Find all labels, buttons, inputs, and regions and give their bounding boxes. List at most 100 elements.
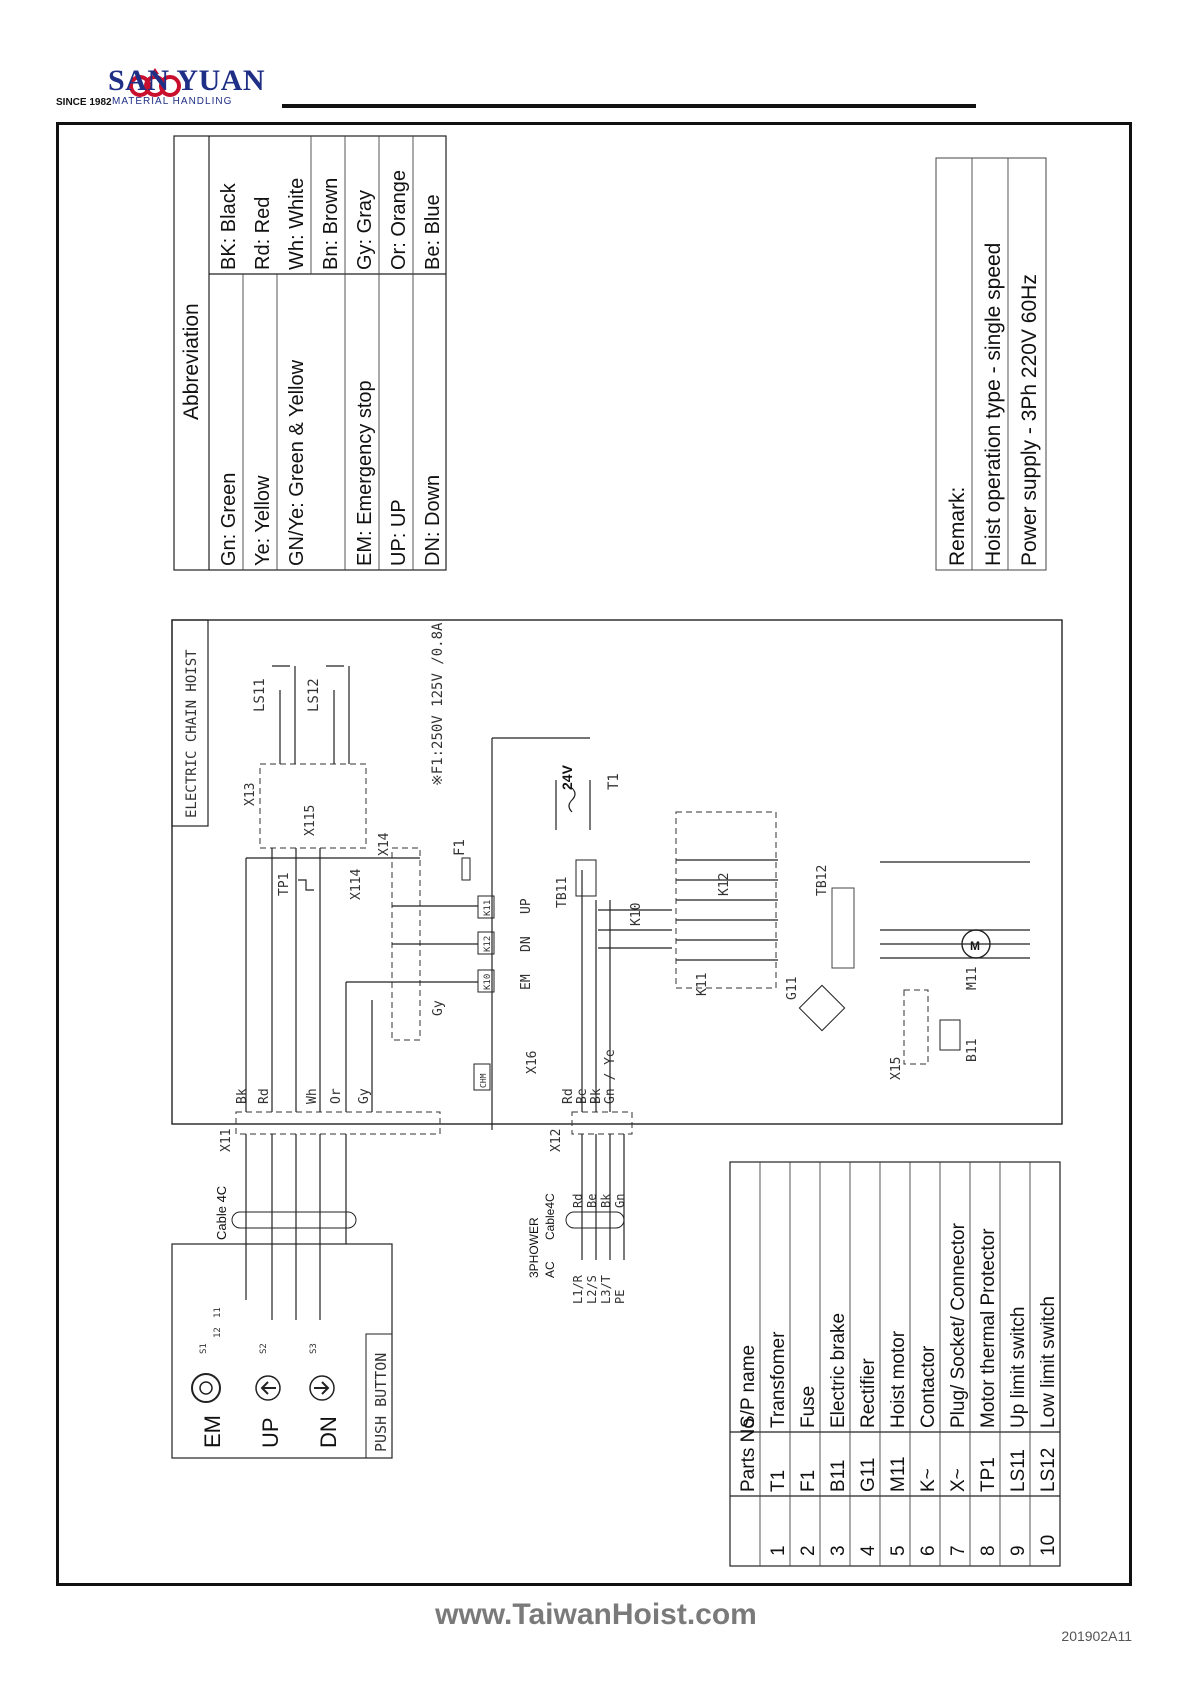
contact-11: 11: [213, 1307, 223, 1318]
parts-row-4-index: 4: [858, 1545, 879, 1556]
power-line-l3: L3/T: [599, 1275, 613, 1304]
parts-row-8-name: Motor thermal Protector: [978, 1228, 999, 1428]
thermal-chm: CHM: [479, 1073, 488, 1088]
signal-em: EM: [519, 974, 534, 990]
power-line-l2: L2/S: [585, 1275, 599, 1304]
parts-row-9-name: Up limit switch: [1008, 1307, 1029, 1428]
connector-x14: X13: [243, 783, 258, 806]
abbr-left-3: GN/Ye: Green & Yellow: [286, 359, 308, 566]
tb11-label: TB11: [555, 877, 570, 908]
parts-header-no: Parts No: [738, 1418, 759, 1492]
up-button-icon[interactable]: [255, 1375, 281, 1401]
parts-row-10-name: Low limit switch: [1038, 1296, 1059, 1428]
x11-wire-3: Wh: [305, 1088, 320, 1104]
x12-wire-1: Rd: [561, 1088, 576, 1104]
connector-x11: X11: [219, 1129, 234, 1152]
parts-row-6-no: K~: [918, 1468, 939, 1492]
abbreviation-table: Abbreviation Gn: Green Ye: Yellow GN/Ye:…: [173, 135, 447, 571]
website-link[interactable]: www.TaiwanHoist.com: [435, 1598, 757, 1631]
button-label-dn: DN: [316, 1416, 341, 1448]
fuse-note: ※F1:250V 125V /0.8A: [430, 622, 446, 786]
brand-name: SAN YUAN: [108, 64, 266, 97]
connector-x15: X15: [889, 1057, 904, 1080]
signal-dn: DN: [519, 936, 534, 952]
connector-x13: X14: [377, 832, 392, 856]
button-label-em: EM: [200, 1415, 225, 1448]
parts-row-4-no: G11: [858, 1457, 879, 1492]
parts-row-6-name: Contactor: [918, 1345, 939, 1428]
power-color-4: Gn: [613, 1194, 627, 1208]
coil-k12: K12: [483, 936, 493, 952]
x11-wire-4: Or: [329, 1088, 344, 1104]
control-cable-label: Cable 4C: [214, 1186, 229, 1240]
parts-header-name: S/P name: [738, 1345, 759, 1428]
parts-row-2-name: Fuse: [798, 1386, 819, 1428]
abbr-left-7: DN: Down: [422, 475, 444, 566]
abbr-right-2: Rd: Red: [252, 197, 274, 270]
power-color-2: Be: [585, 1194, 599, 1208]
fuse-label: F1: [452, 839, 468, 856]
switch-s2: S2: [259, 1343, 269, 1354]
abbr-right-4: Bn: Brown: [320, 178, 342, 270]
abbr-left-1: Gn: Green: [218, 473, 240, 566]
abbr-right-1: BK: Black: [218, 182, 240, 270]
k12-label: K12: [717, 873, 732, 896]
control-cable: Cable 4C: [214, 1134, 357, 1244]
connector-x16: X16: [525, 1051, 540, 1074]
b11-label: B11: [965, 1039, 980, 1062]
brand-subtitle: MATERIAL HANDLING: [112, 96, 233, 107]
parts-row-3-no: B11: [828, 1460, 849, 1492]
g11-label: G11: [785, 977, 800, 1000]
parts-row-5-name: Hoist motor: [888, 1330, 909, 1428]
drawing-frame: [56, 122, 1132, 1586]
abbr-right-6: Or: Orange: [388, 170, 410, 270]
parts-row-8-no: TP1: [978, 1457, 999, 1492]
tp1-label: TP1: [277, 873, 292, 896]
parts-row-2-index: 2: [798, 1545, 819, 1556]
parts-row-9-no: LS11: [1008, 1449, 1029, 1492]
parts-row-1-no: T1: [768, 1470, 789, 1492]
remark-line-1: Hoist operation type - single speed: [982, 243, 1005, 566]
k11-label: K11: [695, 973, 710, 996]
document-number: 201902A11: [1061, 1628, 1132, 1644]
parts-row-7-name: Plug/ Socket/ Connector: [948, 1222, 969, 1428]
coil-k10: K10: [483, 974, 493, 990]
parts-row-3-index: 3: [828, 1545, 849, 1556]
remark-box: Remark: Hoist operation type - single sp…: [935, 157, 1047, 571]
push-button-box: PUSH BUTTON EM UP DN S1 S2 S3 11 12: [171, 1243, 393, 1459]
k10-label: K10: [629, 903, 644, 926]
coil-k11: K11: [483, 900, 493, 916]
abbr-left-2: Ye: Yellow: [252, 475, 274, 566]
abbr-right-5: Gy: Gray: [354, 190, 376, 270]
parts-table: Parts No S/P name 1 T1 Transfomer 2 F1 F…: [729, 1161, 1061, 1567]
remark-line-2: Power supply - 3Ph 220V 60Hz: [1018, 274, 1041, 566]
power-color-1: Rd: [571, 1194, 585, 1208]
parts-row-10-no: LS12: [1038, 1448, 1059, 1492]
transformer-label: T1: [606, 773, 622, 790]
power-cable: 3PHOWER AC Cable4C L1/R L2/S L3/T PE Rd …: [527, 1134, 627, 1304]
signal-gy: Gy: [431, 1000, 446, 1016]
connector-x12: X12: [549, 1129, 564, 1152]
contact-12: 12: [213, 1327, 223, 1338]
electric-chain-hoist-box: ELECTRIC CHAIN HOIST ※F1:250V 125V /0.8A…: [171, 619, 1063, 1152]
parts-row-1-index: 1: [768, 1545, 789, 1556]
header-rule: [282, 104, 976, 108]
down-button-icon[interactable]: [309, 1375, 335, 1401]
hoist-title: ELECTRIC CHAIN HOIST: [184, 649, 200, 818]
x11-wire-1: Bk: [235, 1088, 250, 1104]
parts-row-1-name: Transfomer: [768, 1331, 789, 1428]
parts-row-2-no: F1: [798, 1470, 819, 1492]
abbreviation-title: Abbreviation: [180, 303, 203, 420]
brand-since: SINCE 1982: [56, 97, 112, 108]
parts-row-7-no: X~: [948, 1468, 969, 1492]
abbr-right-7: Be: Blue: [422, 194, 444, 270]
emergency-stop-icon[interactable]: [191, 1373, 221, 1403]
parts-row-7-index: 7: [948, 1545, 969, 1556]
parts-row-5-index: 5: [888, 1545, 909, 1556]
ls11-label: LS11: [252, 678, 268, 712]
ls12-label: LS12: [306, 678, 322, 712]
m11-label: M11: [965, 967, 980, 990]
parts-row-5-no: M11: [888, 1456, 909, 1492]
abbr-right-3: Wh: White: [286, 178, 308, 270]
power-line-l1: L1/R: [571, 1274, 585, 1304]
